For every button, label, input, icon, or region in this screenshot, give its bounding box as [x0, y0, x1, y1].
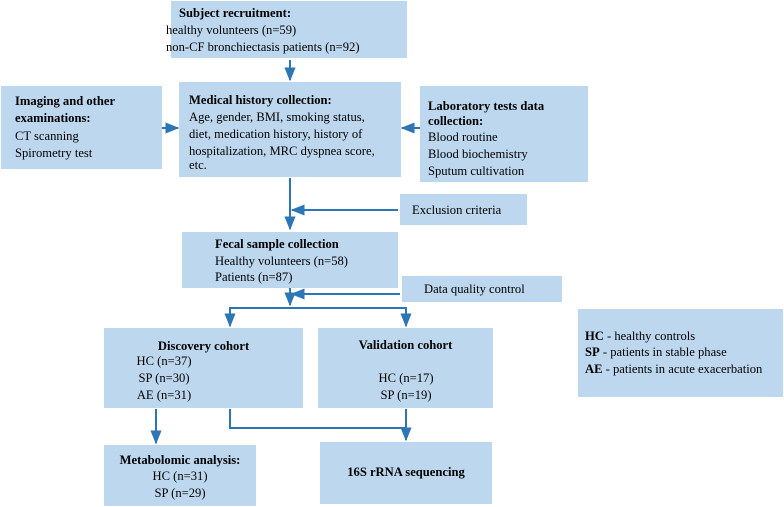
validation-line: HC (n=17)	[378, 371, 434, 385]
recruitment-line: healthy volunteers (n=59)	[166, 23, 297, 37]
history-line: hospitalization, MRC dyspnea score,	[189, 144, 375, 158]
lab-line: Sputum cultivation	[428, 164, 525, 178]
history-line: Age, gender, BMI, smoking status,	[189, 110, 365, 124]
abbreviation-legend-box	[578, 309, 783, 397]
lab-line: Blood routine	[428, 130, 498, 144]
imaging-line: CT scanning	[15, 129, 79, 143]
fecal-box	[182, 232, 398, 288]
lab-line: Blood biochemistry	[428, 147, 528, 161]
recruitment-title: Subject recruitment:	[179, 6, 292, 20]
validation-line: SP (n=19)	[380, 388, 432, 402]
line-discovery-to-sequencing	[229, 409, 406, 429]
validation-title: Validation cohort	[358, 338, 453, 352]
history-box	[179, 82, 401, 177]
discovery-line: AE (n=31)	[136, 388, 192, 402]
imaging-title: examinations:	[15, 111, 91, 125]
sequencing-box	[320, 442, 492, 504]
recruitment-box	[171, 1, 407, 58]
line-split-cohorts	[224, 307, 412, 328]
quality-label: Data quality control	[424, 282, 525, 296]
exclusion-box	[400, 194, 527, 225]
metabolomic-title: Metabolomic analysis:	[119, 453, 241, 467]
history-line: diet, medication history, history of	[189, 127, 363, 141]
imaging-line: Spirometry test	[15, 146, 93, 160]
legend-entry: SP - patients in stable phase	[585, 345, 727, 359]
discovery-line: SP (n=30)	[138, 371, 190, 385]
lab-box	[420, 86, 588, 182]
fecal-line: Patients (n=87)	[215, 270, 293, 284]
lab-title: collection:	[428, 114, 484, 128]
imaging-box	[1, 86, 162, 169]
metabolomic-line: SP (n=29)	[154, 486, 206, 500]
metabolomic-box	[104, 445, 256, 506]
exclusion-label: Exclusion criteria	[412, 203, 502, 217]
fecal-line: Healthy volunteers (n=58)	[215, 254, 349, 268]
sequencing-title: 16S rRNA sequencing	[347, 465, 465, 479]
validation-box	[318, 328, 493, 408]
imaging-title: Imaging and other	[15, 94, 116, 108]
fecal-title: Fecal sample collection	[215, 237, 339, 251]
lab-title: Laboratory tests data	[428, 99, 545, 113]
history-title: Medical history collection:	[189, 93, 332, 107]
history-line: etc.	[189, 158, 207, 172]
metabolomic-line: HC (n=31)	[152, 469, 208, 483]
quality-box	[402, 276, 562, 302]
legend-entry: AE - patients in acute exacerbation	[585, 362, 763, 376]
discovery-title: Discovery cohort	[157, 339, 250, 353]
discovery-line: HC (n=37)	[136, 354, 192, 368]
discovery-box	[104, 328, 303, 408]
recruitment-line: non-CF bronchiectasis patients (n=92)	[166, 40, 360, 54]
legend-entry: HC - healthy controls	[585, 329, 696, 343]
